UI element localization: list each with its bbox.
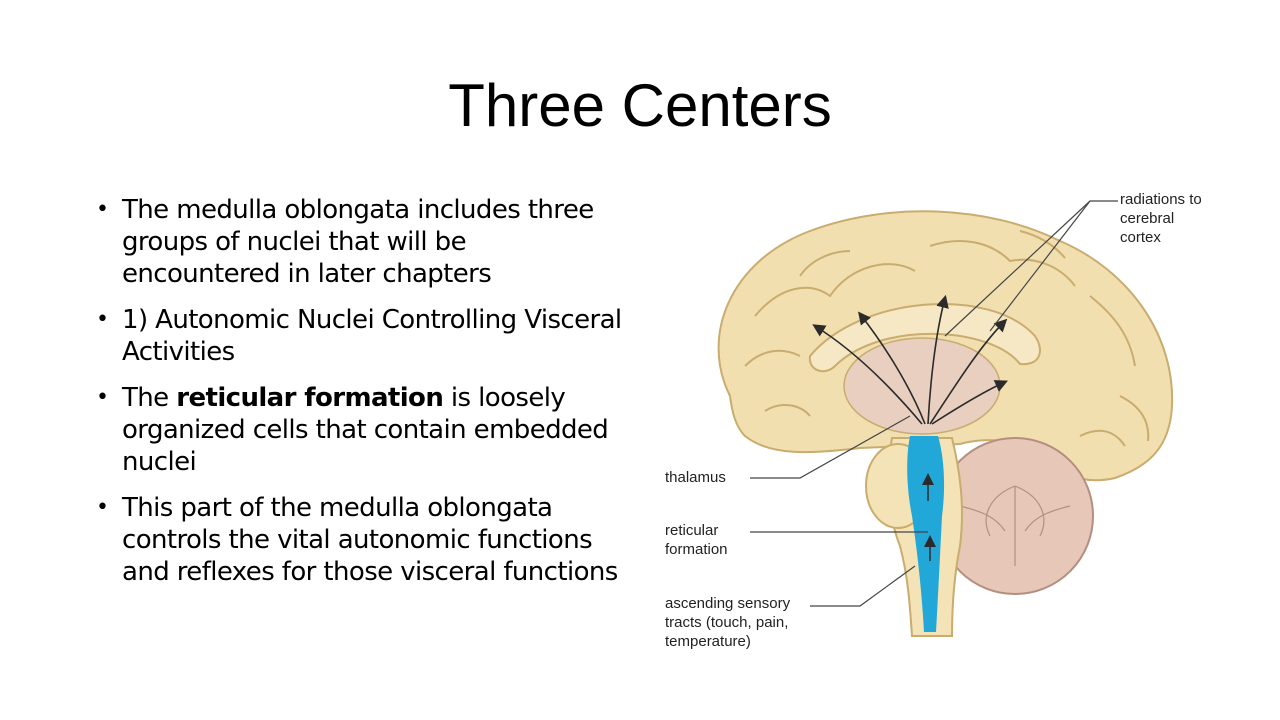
bullet-item: • The reticular formation is loosely orga… — [96, 382, 626, 478]
bullet-dot-icon: • — [96, 495, 109, 520]
label-reticular-formation: reticular formation — [665, 522, 728, 558]
bullet-dot-icon: • — [96, 385, 109, 410]
bullet-list: • The medulla oblongata includes three gr… — [96, 194, 626, 602]
bullet-text: This part of the medulla oblongata contr… — [122, 493, 618, 587]
thalamus-shape — [843, 337, 1001, 435]
brain-diagram: radiations to cerebral cortex thalamus r… — [660, 186, 1220, 650]
bullet-text: 1) Autonomic Nuclei Controlling Visceral… — [122, 305, 622, 367]
label-ascending-tracts: ascending sensory tracts (touch, pain, t… — [665, 595, 791, 650]
bullet-item: • 1) Autonomic Nuclei Controlling Viscera… — [96, 304, 626, 368]
bullet-item: • This part of the medulla oblongata cont… — [96, 492, 626, 588]
bullet-text: The medulla oblongata includes three gro… — [122, 195, 594, 289]
bullet-dot-icon: • — [96, 197, 109, 222]
cerebellum-folia — [959, 485, 1071, 566]
label-thalamus: thalamus — [665, 469, 726, 486]
bullet-bold-term: reticular formation — [176, 383, 444, 413]
bullet-text: is loosely organized cells that contain … — [122, 383, 609, 477]
brain-illustration — [717, 200, 1174, 637]
radiation-arrows — [812, 294, 1008, 425]
bullet-dot-icon: • — [96, 307, 109, 332]
bullet-item: • The medulla oblongata includes three gr… — [96, 194, 626, 290]
bullet-text: The — [122, 383, 177, 413]
slide-title: Three Centers — [448, 72, 832, 139]
reticular-formation-shape — [907, 436, 945, 632]
leader-lines — [750, 200, 1118, 607]
label-radiations: radiations to cerebral cortex — [1120, 191, 1202, 246]
